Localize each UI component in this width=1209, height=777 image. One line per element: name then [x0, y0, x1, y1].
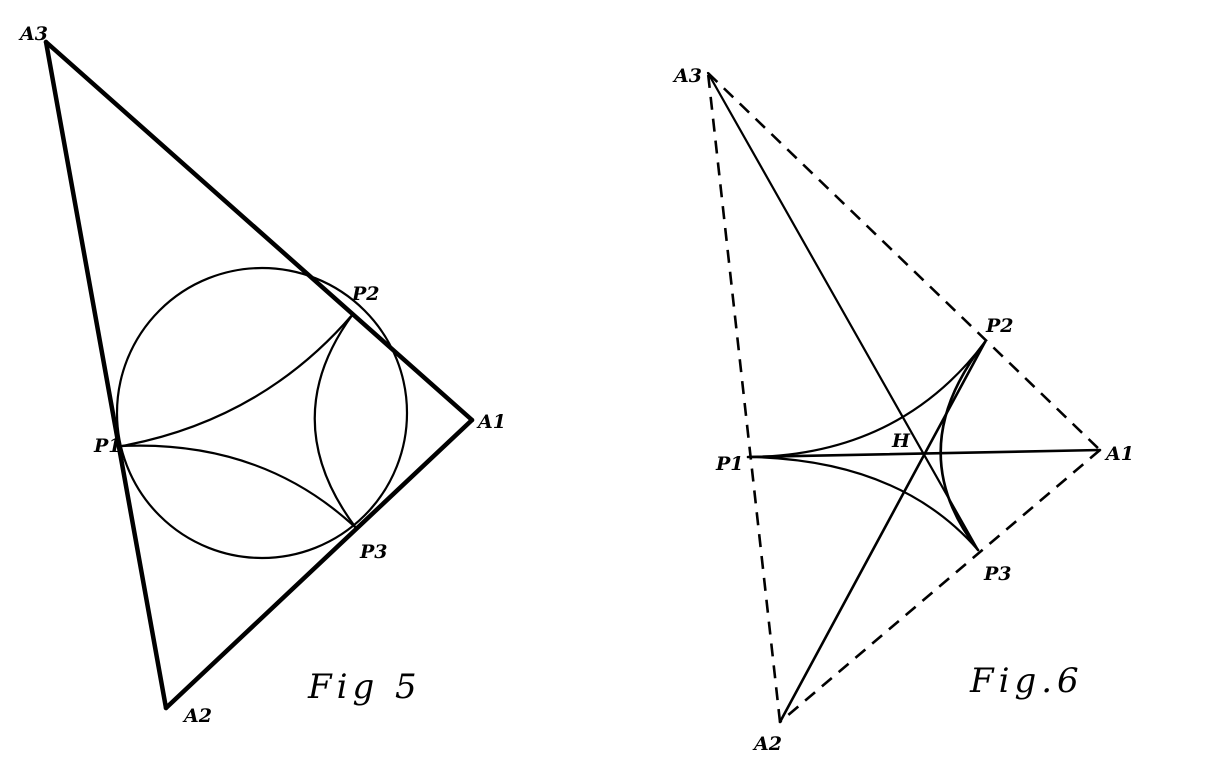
fig5-arc-p1-p2 — [120, 312, 355, 448]
fig6-label-p2: P2 — [985, 315, 1014, 337]
fig5-arc-p2-p3 — [313, 312, 358, 530]
fig6-label-a2: A2 — [752, 733, 782, 755]
fig5-arc-p1-p3 — [120, 444, 358, 530]
fig5-side-a3-a1 — [43, 39, 475, 423]
fig6-dashed-a1-a2 — [779, 449, 1101, 723]
fig5-side-a1-a2 — [163, 417, 475, 711]
fig5-label-a2: A2 — [182, 705, 212, 727]
fig6-line-a2-p2 — [778, 340, 987, 724]
fig6-line-a3-p3 — [706, 71, 980, 552]
fig6-arc-p1-p2 — [748, 340, 987, 459]
fig5-side-a2-a3 — [43, 39, 169, 711]
fig6-arc-p2-p3 — [939, 340, 987, 552]
fig5-caption: Fig 5 — [307, 667, 422, 707]
fig6-label-h: H — [891, 430, 911, 452]
fig6-label-p1: P1 — [715, 453, 744, 475]
fig5-label-p3: P3 — [359, 541, 388, 563]
fig5-label-a1: A1 — [476, 411, 506, 433]
fig5-incircle — [115, 266, 409, 560]
fig6-dashed-a3-a1 — [707, 72, 1101, 451]
fig6-label-p3: P3 — [983, 563, 1012, 585]
fig5-label-a3: A3 — [18, 23, 48, 45]
fig5-label-p1: P1 — [93, 435, 122, 457]
fig6-caption: Fig.6 — [969, 661, 1084, 701]
figure-5: A3 P2 A1 P1 P3 A2 Fig 5 — [18, 23, 506, 727]
fig6-label-a3: A3 — [672, 65, 702, 87]
fig6-arc-p1-p3 — [748, 455, 980, 552]
fig5-label-p2: P2 — [351, 283, 380, 305]
fig6-dashed-a2-a3 — [706, 72, 782, 723]
fig6-label-a1: A1 — [1104, 443, 1134, 465]
figure-6: A3 P2 H A1 P1 P3 A2 Fig.6 — [672, 65, 1134, 755]
